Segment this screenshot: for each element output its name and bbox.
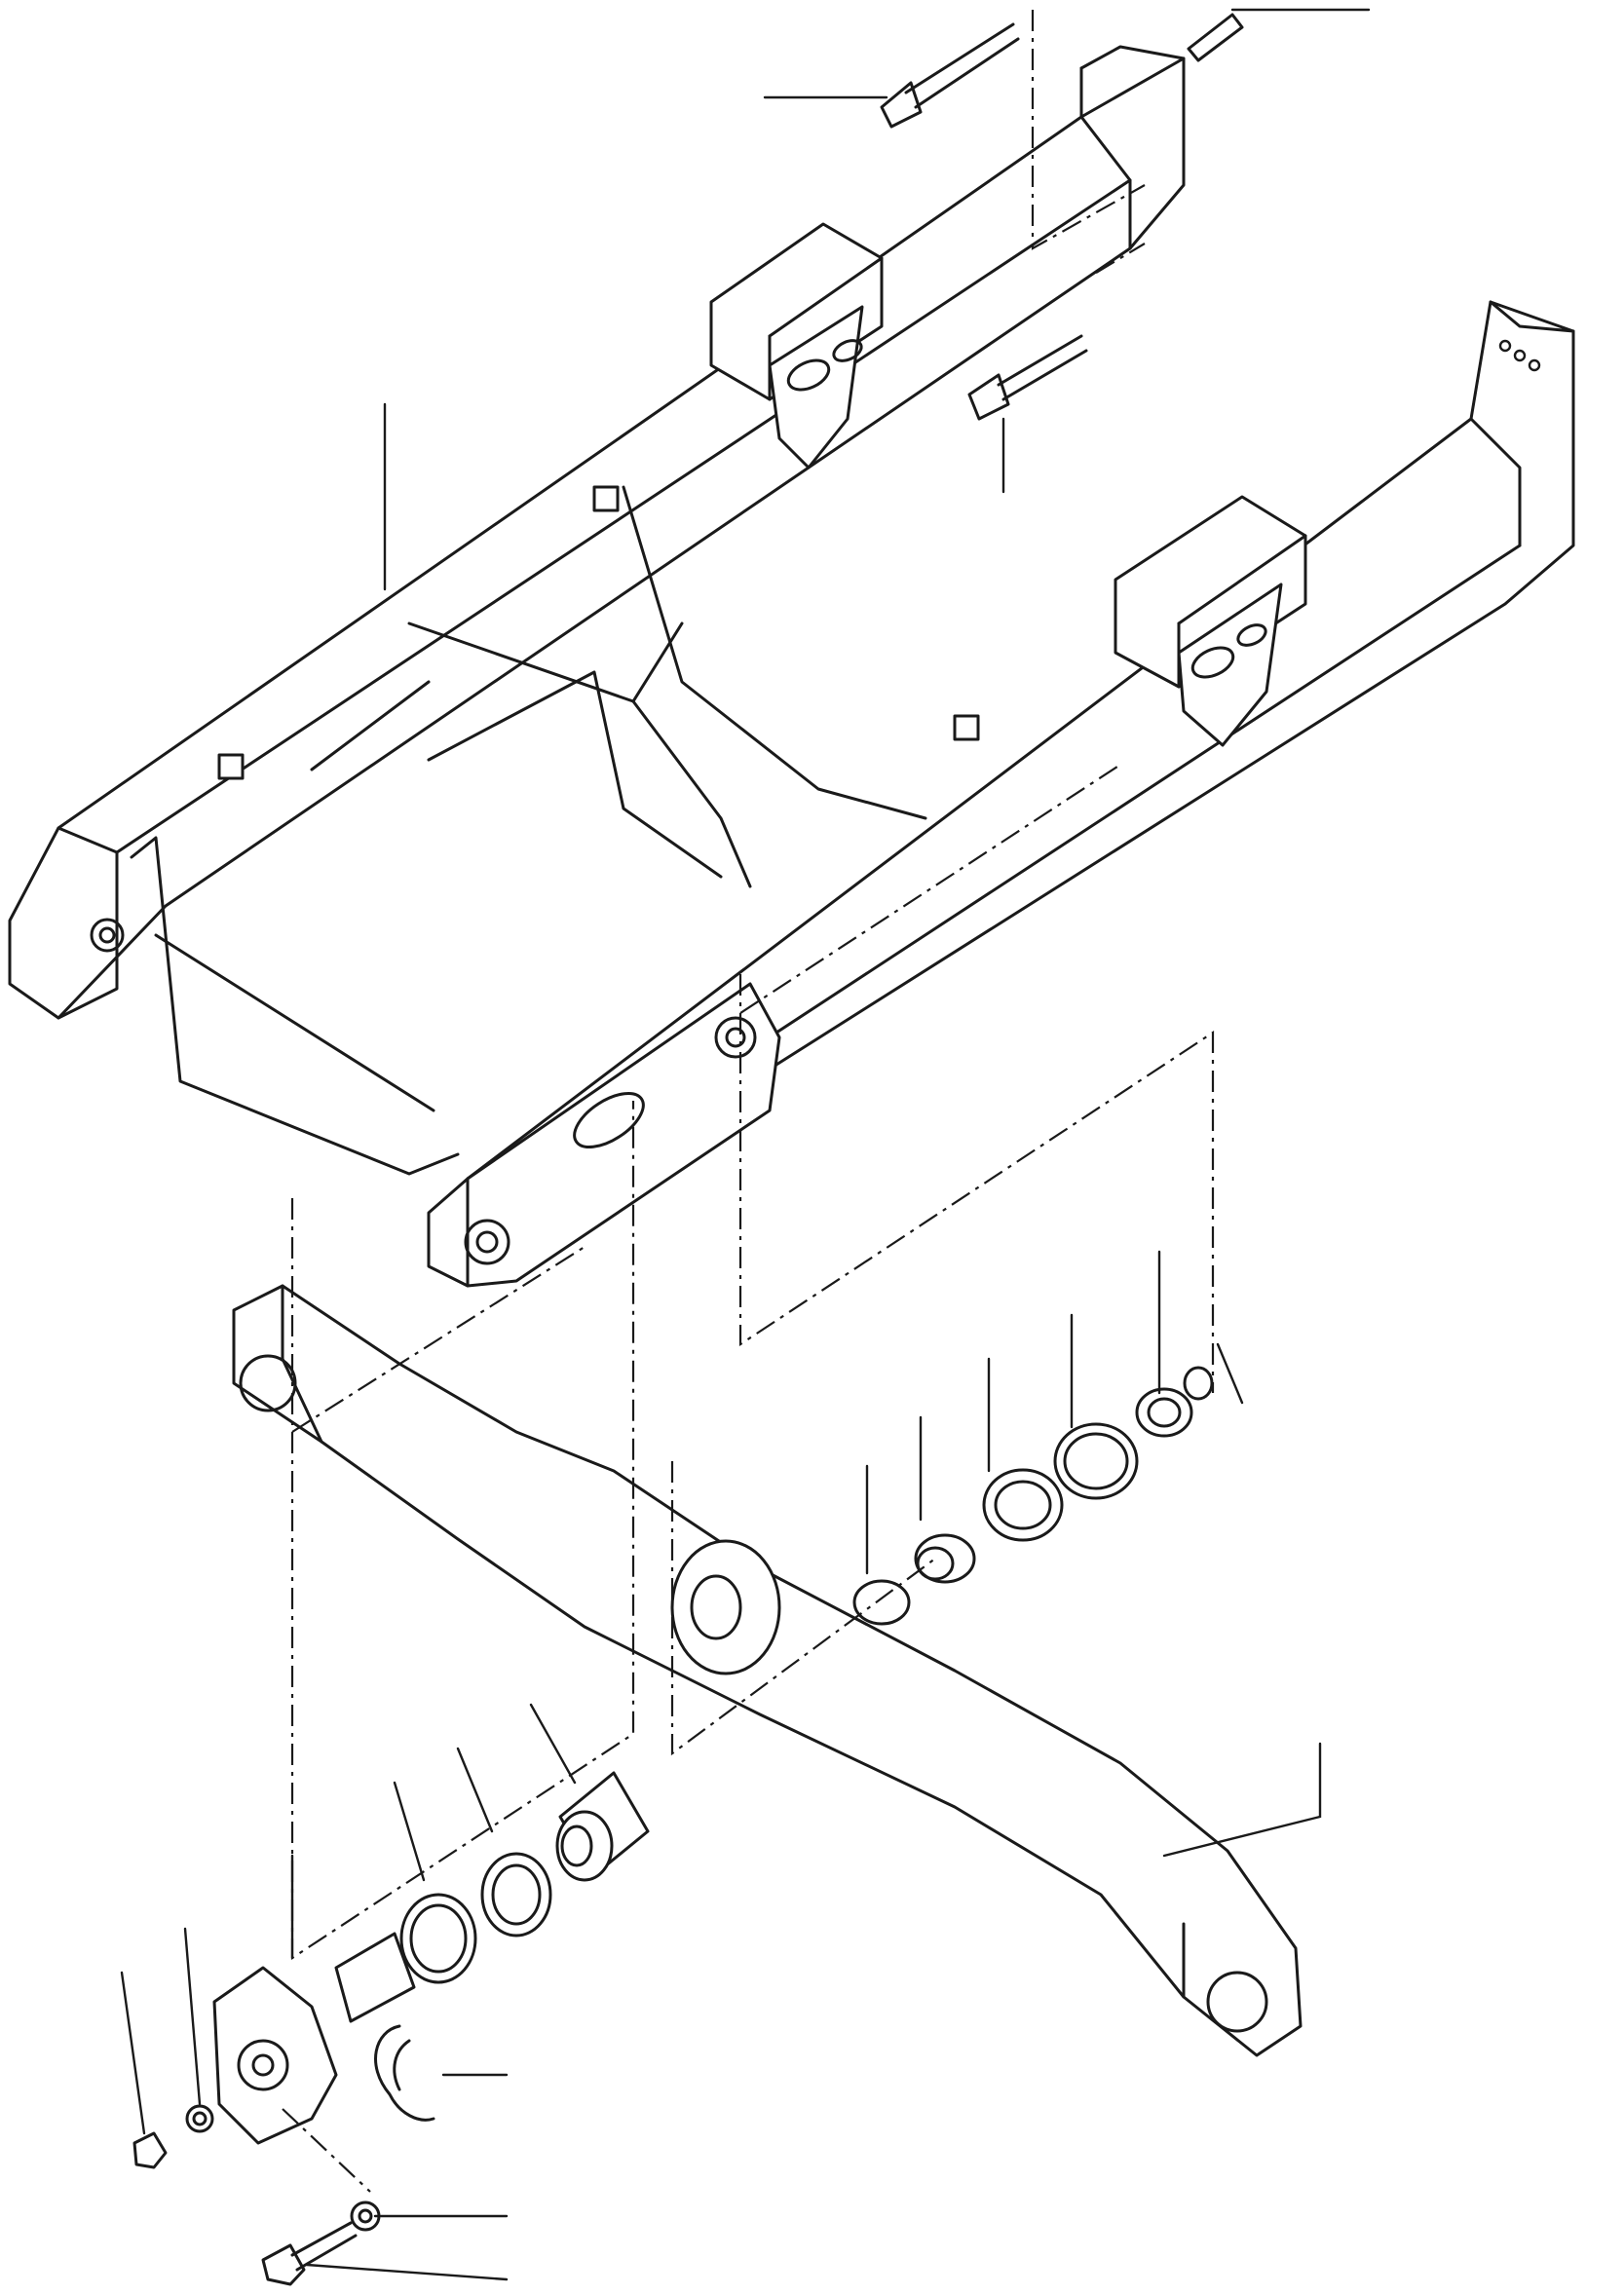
cross-member (130, 485, 927, 1176)
center-lines (282, 10, 1215, 2193)
mounting-bolt (880, 22, 1020, 129)
washer (185, 2104, 381, 2232)
track-frame-right (427, 300, 1575, 1288)
thrust-ring (1135, 1366, 1214, 1438)
seal-ring (399, 1852, 552, 1984)
retainer-plate (212, 1966, 338, 2145)
thrust-ring (374, 2024, 435, 2122)
leader-lines (120, 8, 1371, 2281)
equalizer-bar (232, 1284, 1303, 2057)
pivot-pin (334, 1932, 416, 2023)
bushing (852, 1533, 976, 1626)
seal-ring (982, 1422, 1139, 1542)
mounting-bolt (967, 334, 1088, 421)
track-frame-left (8, 45, 1186, 1020)
cap-screw (132, 2131, 358, 2286)
dowel-pin (1187, 13, 1244, 62)
bushing (555, 1771, 650, 1882)
